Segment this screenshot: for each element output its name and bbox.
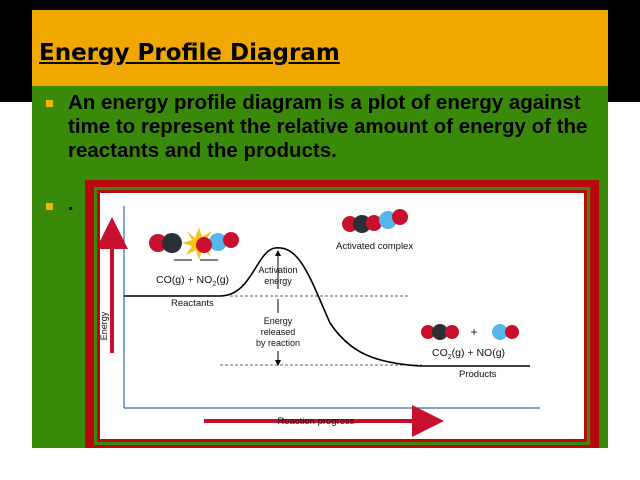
carbon-atom-icon <box>162 233 182 253</box>
oxygen-atom-icon <box>366 215 382 231</box>
reactant-formula: CO(g) + NO2(g) <box>156 274 229 288</box>
oxygen-atom-icon <box>149 234 167 252</box>
energy-released-label-line3: by reaction <box>256 338 300 348</box>
carbon-atom-icon <box>353 215 371 233</box>
plus-sign: + <box>470 325 477 339</box>
bullet-marker <box>46 203 53 210</box>
energy-released-label-line2: released <box>261 327 296 337</box>
energy-curve <box>124 247 530 367</box>
diagram-frame: Energy Reaction progress Activation ener… <box>85 180 599 448</box>
activated-complex-label: Activated complex <box>336 241 413 252</box>
energy-released-arrowhead <box>275 360 281 366</box>
energy-profile-svg: Energy Reaction progress Activation ener… <box>100 206 540 437</box>
activation-energy-arrowhead <box>275 250 281 256</box>
oxygen-atom-icon <box>505 325 519 339</box>
activation-energy-label-line2: energy <box>264 276 292 286</box>
product-formula: CO2(g) + NO(g) <box>432 347 505 361</box>
products-label: Products <box>459 369 497 380</box>
diagram-frame-inner-red: Energy Reaction progress Activation ener… <box>97 190 587 442</box>
diagram-frame-inner-green: Energy Reaction progress Activation ener… <box>94 187 590 445</box>
nitrogen-atom-icon <box>209 233 227 251</box>
oxygen-atom-icon <box>421 325 435 339</box>
energy-released-label-line1: Energy <box>264 316 293 326</box>
slide: Energy Profile Diagram An energy profile… <box>32 10 608 448</box>
oxygen-atom-icon <box>392 209 408 225</box>
slide-title: Energy Profile Diagram <box>39 40 340 66</box>
y-axis-label: Energy <box>100 311 109 340</box>
energy-profile-diagram: Energy Reaction progress Activation ener… <box>100 193 584 439</box>
carbon-atom-icon <box>432 324 448 340</box>
activation-energy-label-line1: Activation <box>258 265 297 275</box>
reactants-label: Reactants <box>171 298 214 309</box>
bullet-text-second: . <box>68 193 74 215</box>
nitrogen-atom-icon <box>492 324 508 340</box>
oxygen-atom-icon <box>445 325 459 339</box>
oxygen-atom-icon <box>196 237 212 253</box>
bullet-text-definition: An energy profile diagram is a plot of e… <box>68 91 588 162</box>
x-axis-label: Reaction progress <box>277 416 354 427</box>
title-bar: Energy Profile Diagram <box>32 10 608 86</box>
oxygen-atom-icon <box>223 232 239 248</box>
bullet-marker <box>46 100 53 107</box>
